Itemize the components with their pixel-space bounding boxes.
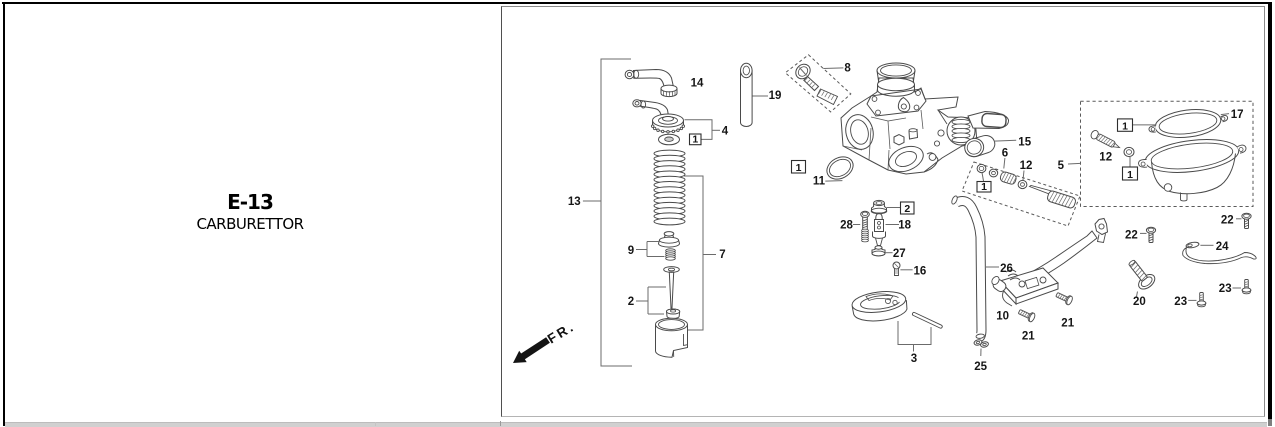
boxed-label-1: 1 xyxy=(692,134,698,146)
boxed1c-callout xyxy=(982,173,984,182)
part-22a-drawing xyxy=(1146,227,1155,242)
part-4-drawing xyxy=(633,100,685,145)
boxed-label-1: 1 xyxy=(1127,169,1133,181)
part-12b-drawing xyxy=(1090,129,1122,151)
boxed-label-1: 1 xyxy=(1122,120,1128,132)
part-19-drawing xyxy=(741,63,753,126)
part-label-12: 12 xyxy=(1020,160,1033,172)
part-3-pin xyxy=(912,312,942,328)
footer-table-band xyxy=(5,422,1267,427)
part-label-25: 25 xyxy=(974,361,987,373)
part-21a-drawing xyxy=(1017,307,1036,322)
part-23a-drawing xyxy=(1197,293,1206,307)
part-label-26: 26 xyxy=(1000,263,1013,275)
part-grommet-drawing xyxy=(871,200,887,213)
frame-border-top xyxy=(2,2,1272,5)
frame-border-left xyxy=(3,2,6,427)
part-17-gasket xyxy=(1147,105,1229,141)
part-9-bracket xyxy=(636,242,665,257)
part-11-drawing xyxy=(823,153,857,184)
part-16-drawing xyxy=(893,262,900,276)
part-28-drawing xyxy=(861,211,870,242)
boxed-label-1: 1 xyxy=(796,162,802,174)
part-3-bracket xyxy=(898,321,931,352)
part-label-13: 13 xyxy=(568,196,581,208)
footer-band-seam-left xyxy=(375,422,376,426)
part-5-callout xyxy=(1068,163,1081,164)
part-17-callout xyxy=(1221,114,1229,115)
part-3-float xyxy=(851,289,909,324)
part-label-15: 15 xyxy=(1018,136,1031,148)
part-label-4: 4 xyxy=(722,126,729,138)
part-label-12: 12 xyxy=(1099,152,1112,164)
part-label-20: 20 xyxy=(1133,296,1146,308)
part-22b-drawing xyxy=(1242,213,1251,228)
part-15-callout xyxy=(994,140,1016,141)
part-label-21: 21 xyxy=(1022,331,1035,343)
part-label-24: 24 xyxy=(1216,241,1229,253)
boxed-label-2: 2 xyxy=(904,203,910,215)
part-12b-oring xyxy=(1124,147,1134,156)
part-8-callout xyxy=(823,68,843,69)
part-20-drawing xyxy=(1124,256,1158,292)
part-23b-drawing xyxy=(1242,280,1251,294)
part-label-27: 27 xyxy=(893,248,906,260)
part-label-18: 18 xyxy=(898,220,911,232)
part-21b-drawing xyxy=(1055,290,1074,305)
part-label-16: 16 xyxy=(914,266,927,278)
part-label-10: 10 xyxy=(996,311,1009,323)
part-label-8: 8 xyxy=(844,63,851,75)
part-label-14: 14 xyxy=(691,78,704,90)
part-7-bracket xyxy=(684,176,716,330)
part-2-bracket xyxy=(636,287,666,314)
part-8-spring xyxy=(817,89,838,105)
part-label-2: 2 xyxy=(628,296,634,308)
part-slide-drawing xyxy=(656,318,688,357)
fr-direction-label: FR. xyxy=(545,319,578,347)
part-13-spring xyxy=(654,150,685,225)
part-18-drawing xyxy=(873,214,886,246)
part-label-23: 23 xyxy=(1219,283,1232,295)
frame-border-right xyxy=(1268,2,1273,420)
part-label-9: 9 xyxy=(628,245,634,257)
footer-band-seam-center xyxy=(500,421,501,426)
part-8-group xyxy=(785,55,851,112)
part-13-bracket xyxy=(583,59,632,366)
part-2-drawing xyxy=(664,267,680,319)
part-label-28: 28 xyxy=(840,220,853,232)
float-chamber-cover xyxy=(1137,134,1249,201)
part-label-5: 5 xyxy=(1058,160,1065,172)
part-label-3: 3 xyxy=(911,353,917,365)
part-9-drawing xyxy=(659,232,680,261)
part-11-callout xyxy=(825,181,842,182)
part-label-7: 7 xyxy=(719,249,725,261)
part-label-6: 6 xyxy=(1002,148,1008,160)
part-label-21: 21 xyxy=(1061,317,1074,329)
part-14-drawing xyxy=(625,70,677,97)
part-8-screw xyxy=(793,61,819,90)
carburettor-body xyxy=(841,63,1009,176)
part-label-22: 22 xyxy=(1221,214,1234,226)
boxed-label-1: 1 xyxy=(981,181,987,193)
frame-border-right-foot xyxy=(1268,419,1273,426)
part-26-drawing xyxy=(951,195,985,339)
part-27-drawing xyxy=(872,246,885,256)
fr-arrow xyxy=(513,337,550,363)
part-label-19: 19 xyxy=(769,90,782,102)
part-label-17: 17 xyxy=(1231,109,1244,121)
part-label-11: 11 xyxy=(813,175,826,187)
part-25-drawing xyxy=(973,339,989,348)
part-label-23: 23 xyxy=(1174,296,1187,308)
part-label-22: 22 xyxy=(1125,229,1138,241)
